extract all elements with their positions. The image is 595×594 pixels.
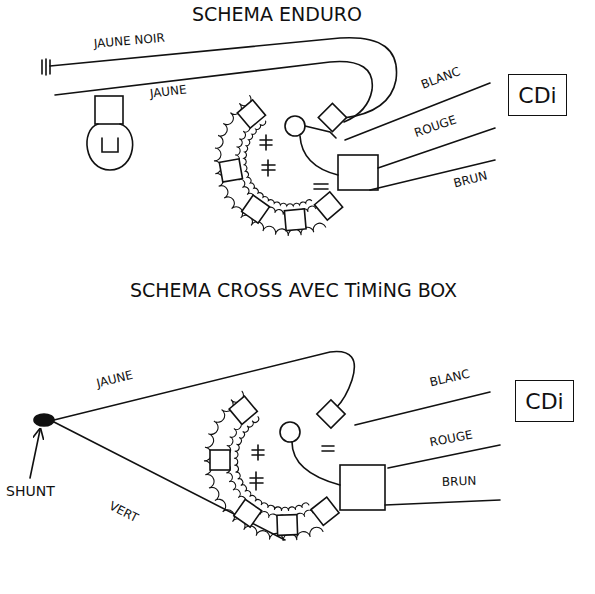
wire-label: SHUNT — [4, 484, 57, 499]
wire-label: JAUNE — [93, 368, 136, 391]
wire-blanc — [345, 83, 490, 140]
wire-rouge — [388, 445, 500, 468]
wire-rouge — [378, 128, 495, 168]
cdi-box: CDi — [515, 380, 574, 422]
coil — [219, 159, 242, 182]
node-text: CDi — [525, 389, 563, 414]
winding — [234, 417, 309, 511]
node-text: CDi — [518, 83, 556, 108]
coil — [311, 497, 339, 525]
coil — [210, 450, 230, 470]
wire-label: BLANC — [418, 64, 465, 92]
coil — [242, 195, 270, 223]
winding — [244, 121, 312, 206]
flywheel-sensor — [250, 422, 385, 510]
cdi-box: CDi — [508, 74, 567, 116]
wire-brun — [370, 160, 495, 190]
coil — [229, 396, 257, 424]
winding — [204, 391, 323, 541]
winding — [214, 96, 326, 237]
shunt — [30, 414, 54, 478]
wire-label: ROUGE — [427, 428, 476, 450]
coil — [277, 515, 298, 536]
winding — [225, 409, 313, 520]
coil — [317, 400, 345, 428]
regulator — [87, 96, 133, 170]
wire-label: JAUNE NOIR — [91, 31, 167, 51]
coil — [314, 192, 342, 220]
flywheel-sensor — [260, 116, 378, 190]
winding — [235, 113, 316, 215]
coil — [284, 209, 306, 231]
coil — [234, 499, 262, 527]
wire-label: BLANC — [427, 367, 474, 390]
wire-brun — [385, 500, 500, 505]
wire-label: ROUGE — [411, 113, 460, 141]
wire-label: BRUN — [450, 169, 490, 191]
section-heading: SCHEMA ENDURO — [190, 4, 364, 25]
wire-jaune — [54, 352, 354, 420]
wire-label: BRUN — [440, 475, 479, 490]
wire-label: VERT — [105, 499, 142, 526]
ground-terminal — [42, 59, 50, 75]
wire-blanc — [355, 392, 490, 425]
wire-label: JAUNE — [147, 83, 189, 101]
section-heading: SCHEMA CROSS AVEC TiMiNG BOX — [128, 280, 459, 301]
wire-vert — [54, 422, 285, 540]
coil — [318, 103, 346, 131]
coil — [237, 100, 265, 128]
